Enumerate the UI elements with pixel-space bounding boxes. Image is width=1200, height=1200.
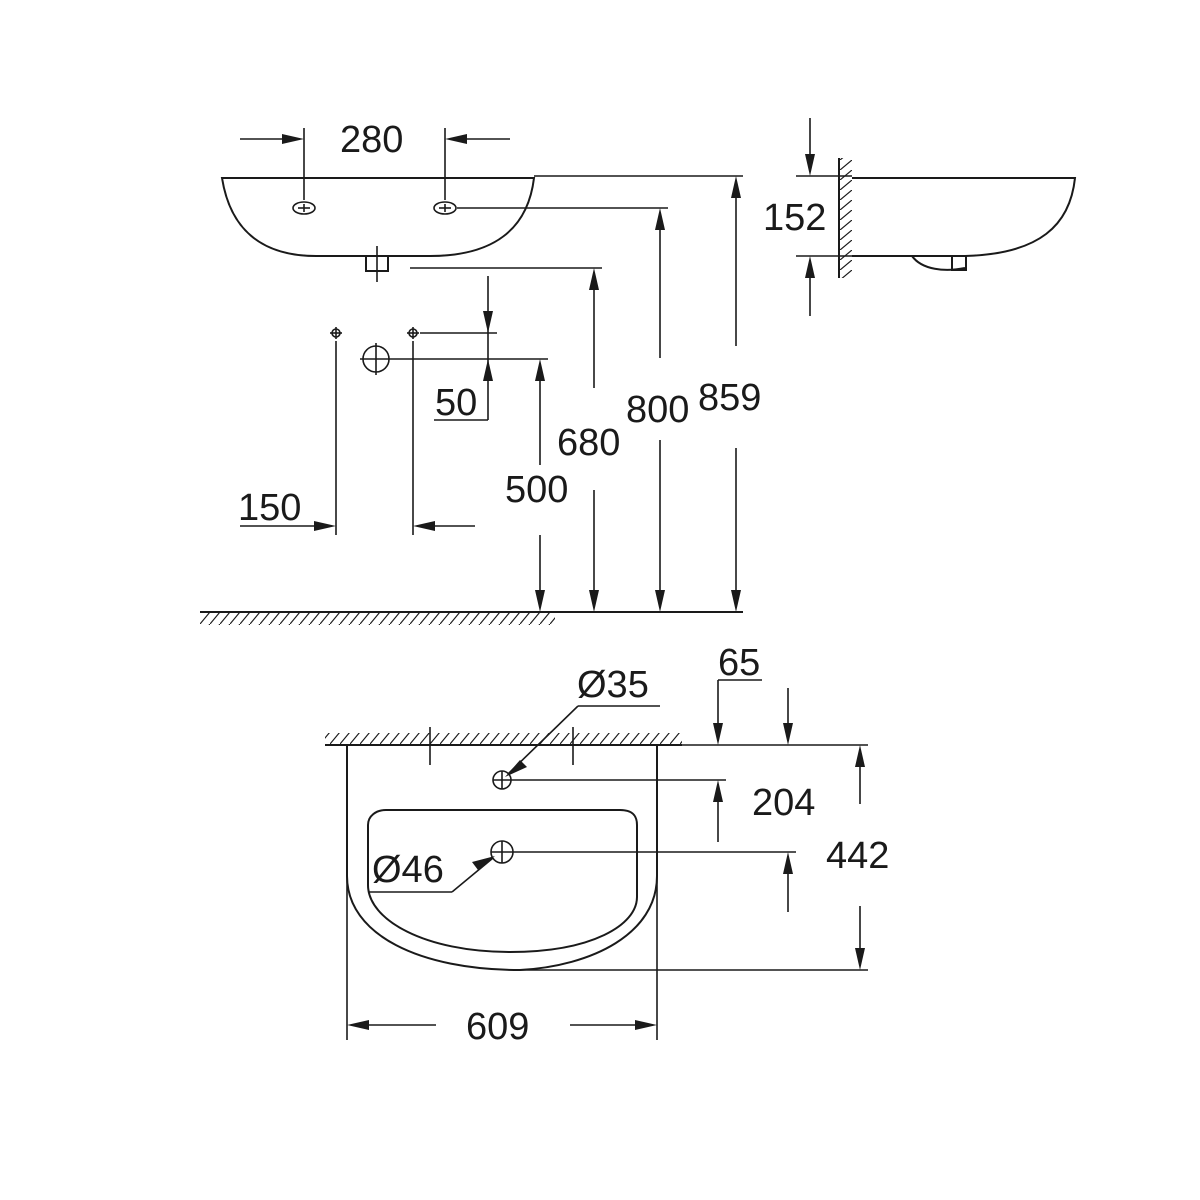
front-elevation: 280 50 150 [200, 119, 761, 625]
waste-connection-left [330, 327, 342, 339]
dim-trap-height: 500 [505, 469, 568, 511]
basin-plan-outline [346, 745, 658, 972]
dim-bowl-underside-height: 680 [557, 422, 620, 464]
plan-waste-hole [490, 840, 514, 864]
dim-waste-setout: 50 [435, 382, 477, 424]
dim-tap-hole-offset: 65 [718, 642, 760, 684]
basin-side-outline [852, 177, 1077, 257]
tap-hole-right [433, 201, 457, 215]
waste-connection-right [407, 327, 419, 339]
dim-trap-spacing: 150 [238, 487, 301, 529]
dim-basin-depth: 442 [826, 835, 889, 877]
basin-front-outline [220, 177, 536, 257]
trap-outlet [360, 343, 392, 375]
dim-waste-diameter: Ø46 [372, 849, 444, 891]
side-elevation: 152 [763, 118, 1077, 316]
dim-waste-offset: 204 [752, 782, 815, 824]
dim-tap-hole-diameter: Ø35 [577, 664, 649, 706]
dim-tap-hole-height: 800 [626, 389, 689, 431]
dim-tap-hole-spacing: 280 [340, 119, 403, 161]
tap-hole-left [292, 201, 316, 215]
dim-basin-height: 152 [763, 197, 826, 239]
dim-rim-height: 859 [698, 377, 761, 419]
dim-basin-width: 609 [466, 1006, 529, 1048]
basin-bowl-outline [367, 809, 638, 954]
plan-view: Ø35 Ø46 65 204 442 6 [325, 642, 889, 1048]
